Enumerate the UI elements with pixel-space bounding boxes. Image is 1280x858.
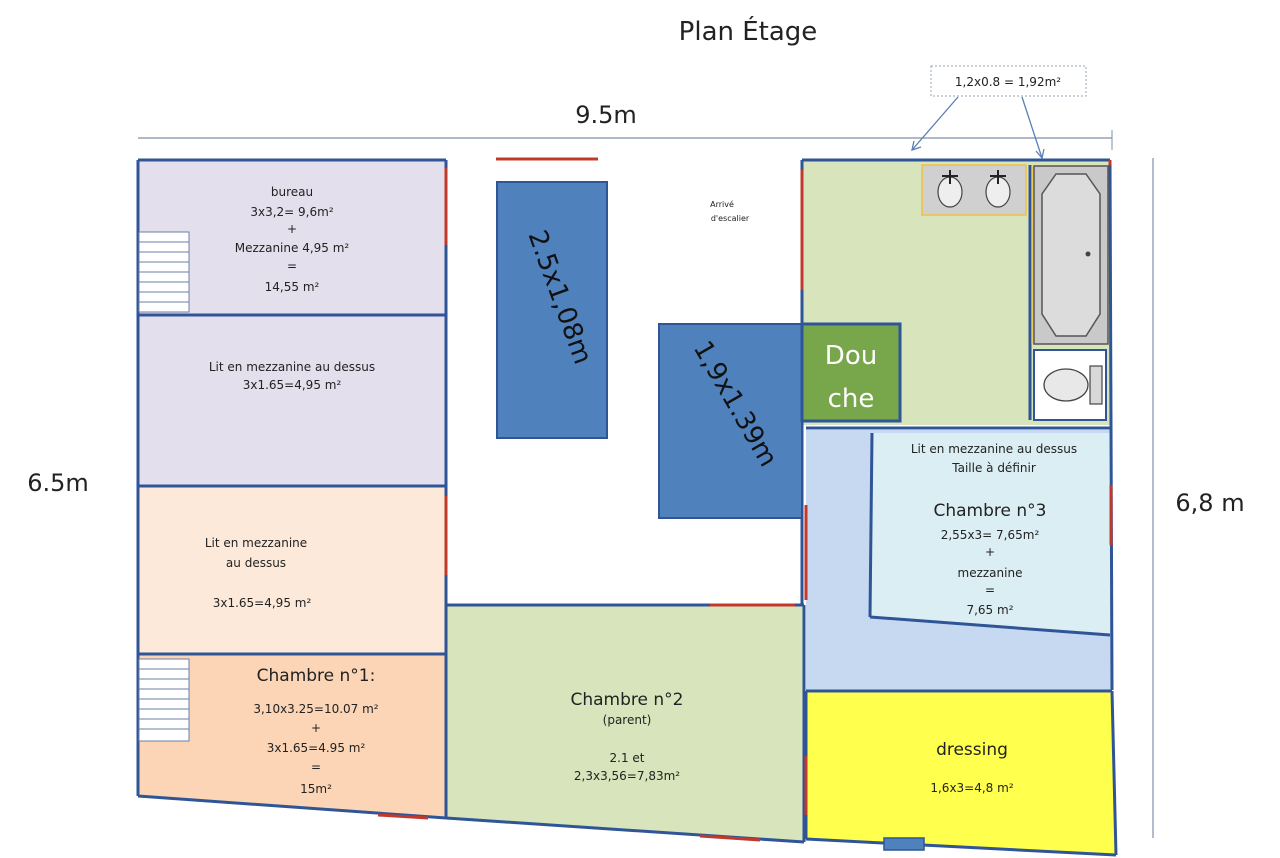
chambre3-line-2: 2,55x3= 7,65m² [941, 528, 1040, 542]
stairs-line-1: Arrivé [710, 199, 734, 209]
callout-box [930, 65, 1087, 97]
doors [377, 157, 1113, 842]
chambre3-line-3: + [985, 545, 995, 559]
stairs-bureau [138, 231, 190, 313]
door-chambre2-bottom [699, 834, 761, 842]
chambre2-title: Chambre n°2 [571, 690, 684, 710]
bureau-line-6: 14,55 m² [265, 280, 320, 294]
chambre3-header-1: Lit en mezzanine au dessus [911, 442, 1077, 456]
chambre1-line-5: = [311, 760, 321, 774]
label-chambre-3: Lit en mezzanine au dessus Taille à défi… [911, 442, 1077, 617]
bureau-line-1: bureau [271, 185, 313, 199]
chambre2-line-3: 2.1 et [610, 751, 645, 765]
chambre2-line-2: (parent) [603, 713, 652, 727]
mezz2-line-2: au dessus [226, 556, 286, 570]
door-chambre1-bottom [377, 813, 429, 820]
callout-arrow-right [1021, 96, 1043, 159]
bathtub-drain [1085, 251, 1091, 257]
callout-text: 1,2x0.8 = 1,92m² [955, 75, 1061, 89]
room-chambre-2 [446, 605, 804, 842]
wall-outer-bottom-left [137, 794, 447, 820]
bureau-line-2: 3x3,2= 9,6m² [250, 205, 333, 219]
callout-arrowhead-left [911, 140, 922, 151]
dimension-height-right: 6,8 m [1175, 489, 1244, 517]
wall-dressing-bottom [805, 837, 1117, 857]
callout-arrowhead-right [1035, 148, 1045, 160]
douche-label-1: Dou [825, 341, 877, 371]
stairs-line-2: d'escalier [711, 214, 750, 223]
wall-chambre3-bottom [869, 615, 1111, 637]
room-chambre-3 [870, 433, 1110, 635]
wall-dressing-right [1110, 690, 1118, 856]
room-chambre-1 [138, 654, 446, 818]
mezz1-line-1: Lit en mezzanine au dessus [209, 360, 375, 374]
callout-arrow-left [911, 96, 959, 151]
label-stairs-arrival: Arrivé d'escalier [710, 199, 750, 223]
wall-chambre3-left [868, 432, 874, 618]
chambre3-line-5: = [985, 583, 995, 597]
stairs-chambre-1 [138, 658, 190, 742]
toilet-icon [1043, 368, 1089, 402]
label-dressing: dressing 1,6x3=4,8 m² [930, 740, 1013, 795]
dimension-width-top: 9.5m [575, 101, 637, 129]
plan-title: Plan Étage [679, 15, 818, 47]
chambre3-line-6: 7,65 m² [966, 603, 1013, 617]
chambre1-title: Chambre n°1: [257, 666, 376, 686]
chambre3-title: Chambre n°3 [934, 501, 1047, 521]
bed-2 [658, 323, 803, 519]
dressing-title: dressing [936, 740, 1008, 760]
mezz2-line-3: 3x1.65=4,95 m² [213, 596, 312, 610]
label-bureau: bureau 3x3,2= 9,6m² + Mezzanine 4,95 m² … [235, 185, 350, 294]
chambre1-line-2: 3,10x3.25=10.07 m² [253, 702, 378, 716]
label-mezzanine-1: Lit en mezzanine au dessus 3x1.65=4,95 m… [209, 360, 375, 392]
douche-label-2: che [828, 384, 875, 414]
bureau-line-3: + [287, 222, 297, 236]
bureau-line-5: = [287, 259, 297, 273]
toilet-tank [1089, 365, 1103, 405]
dimension-height-left: 6.5m [27, 469, 89, 497]
label-mezzanine-2: Lit en mezzanine au dessus 3x1.65=4,95 m… [205, 536, 312, 610]
room-dressing [806, 691, 1116, 855]
chambre1-line-6: 15m² [300, 782, 332, 796]
douche [800, 322, 902, 423]
label-chambre-2: Chambre n°2 (parent) 2.1 et 2,3x3,56=7,8… [571, 690, 684, 783]
bureau-line-4: Mezzanine 4,95 m² [235, 241, 350, 255]
mezz2-line-1: Lit en mezzanine [205, 536, 307, 550]
chambre3-header-2: Taille à définir [951, 461, 1036, 475]
wall-bath-right [1108, 159, 1114, 691]
chambre1-line-4: 3x1.65=4.95 m² [267, 741, 366, 755]
chambre3-line-4: mezzanine [958, 566, 1023, 580]
bed-1 [496, 181, 608, 439]
dressing-window [883, 837, 925, 851]
mezz1-line-2: 3x1.65=4,95 m² [243, 378, 342, 392]
chambre2-line-4: 2,3x3,56=7,83m² [574, 769, 680, 783]
chambre1-line-3: + [311, 721, 321, 735]
room-mezzanine-1 [138, 315, 446, 485]
dressing-area: 1,6x3=4,8 m² [930, 781, 1013, 795]
bathtub-basin [1041, 173, 1101, 337]
label-chambre-1: Chambre n°1: 3,10x3.25=10.07 m² + 3x1.65… [253, 666, 378, 796]
room-mezzanine-2 [138, 486, 446, 654]
